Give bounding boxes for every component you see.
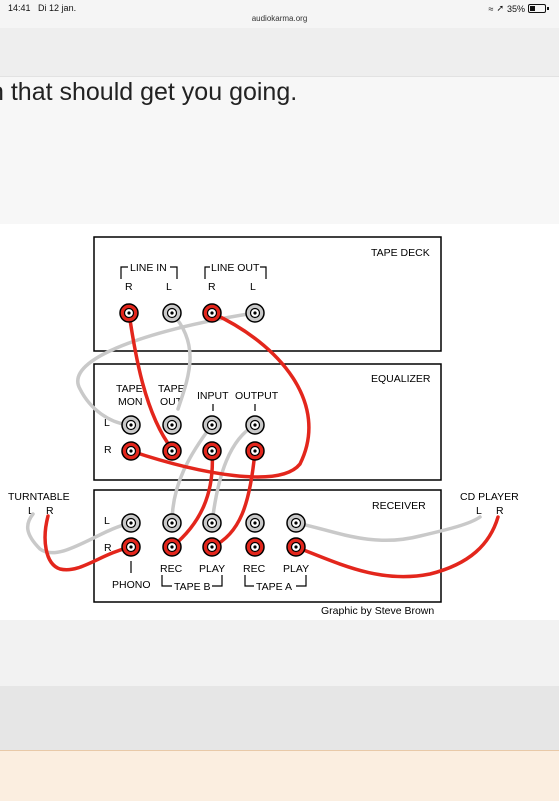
cd-l-label: L [476, 505, 482, 517]
gray-cable-inputL-recL [170, 423, 214, 525]
footer-band [0, 686, 559, 750]
tape-mon-label-1: TAPE [116, 383, 143, 395]
location-icon: ➚ [496, 3, 504, 13]
gray-cable-cdL [294, 515, 482, 543]
deck-r-label-2: R [208, 281, 216, 293]
battery-fill [530, 6, 535, 11]
line-out-bracket [204, 266, 267, 279]
tape-a-label: TAPE A [256, 581, 292, 593]
eq-tape-out-r-jack [162, 441, 182, 461]
play-a-label: PLAY [283, 563, 309, 575]
rcv-rec-a-l-jack [245, 513, 265, 533]
play-b-label: PLAY [199, 563, 225, 575]
tape-deck-box [93, 236, 442, 352]
receiver-title: RECEIVER [372, 500, 426, 512]
red-cable-inputR-recR [170, 449, 215, 549]
eq-tape-mon-r-jack [121, 441, 141, 461]
tape-mon-label-2: MON [118, 396, 143, 408]
red-cable-phonoR-turntable [43, 514, 133, 572]
clock: 14:41 [8, 3, 31, 13]
address-url[interactable]: audiokarma.org [251, 14, 308, 23]
wiring-diagram-svg: TAPE DECK LINE IN R L LINE OUT R L EQUAL… [8, 236, 519, 617]
deck-l-label-1: L [166, 281, 172, 293]
deck-line-in-l-jack [162, 303, 182, 323]
eq-output-l-jack [245, 415, 265, 435]
rcv-rec-a-r-jack [245, 537, 265, 557]
date: Di 12 jan. [38, 3, 77, 13]
tape-b-bracket [161, 575, 223, 587]
rcv-play-a-l-jack [286, 513, 306, 533]
battery-percent: 35% [506, 3, 525, 14]
deck-r-label-1: R [125, 281, 133, 293]
rcv-l-label: L [104, 515, 110, 527]
gray-cable-lineoutL-tapemonL [76, 311, 257, 427]
gray-cable-phonoL-turntable [25, 512, 133, 555]
gray-cable-lineinL-tapeout [170, 311, 192, 411]
article-headline: n that should get you going. [0, 78, 298, 106]
rcv-play-b-r-jack [202, 537, 222, 557]
eq-input-l-jack [202, 415, 222, 435]
input-label: INPUT [197, 390, 229, 402]
battery-tip [547, 7, 549, 10]
status-bar: 14:41 Di 12 jan. audiokarma.org ≈ ➚ 35% [0, 0, 559, 28]
browser-bottom-bar [0, 750, 559, 801]
rcv-phono-l-jack [121, 513, 141, 533]
red-cable-lineoutR-tapemonR [129, 311, 311, 479]
jacks [119, 303, 306, 557]
receiver-box [93, 489, 442, 603]
rec-a-label: REC [243, 563, 266, 575]
eq-r-label: R [104, 444, 112, 456]
deck-line-out-r-jack [202, 303, 222, 323]
line-in-label: LINE IN [130, 262, 167, 274]
turntable-label: TURNTABLE [8, 491, 70, 503]
rcv-phono-r-jack [121, 537, 141, 557]
red-cable-cdR [294, 515, 500, 579]
deck-l-label-2: L [250, 281, 256, 293]
rcv-rec-b-l-jack [162, 513, 182, 533]
eq-output-r-jack [245, 441, 265, 461]
output-label: OUTPUT [235, 390, 279, 402]
eq-input-r-jack [202, 441, 222, 461]
rcv-play-a-r-jack [286, 537, 306, 557]
status-icons: ≈ ➚ 35% [488, 3, 549, 14]
eq-tape-mon-l-jack [121, 415, 141, 435]
eq-tape-out-l-jack [162, 415, 182, 435]
tape-out-label-1: TAPE [158, 383, 185, 395]
rec-b-label: REC [160, 563, 183, 575]
red-cable-lineinR-tapeout [127, 311, 174, 451]
page-below-diagram [0, 620, 559, 686]
deck-line-in-r-jack [119, 303, 139, 323]
tape-deck-title: TAPE DECK [371, 247, 430, 259]
wiring-diagram: TAPE DECK LINE IN R L LINE OUT R L EQUAL… [0, 224, 559, 620]
credit-label: Graphic by Steve Brown [321, 605, 434, 617]
cd-r-label: R [496, 505, 504, 517]
cables [25, 311, 500, 579]
equalizer-title: EQUALIZER [371, 373, 431, 385]
article-area [0, 77, 559, 224]
equalizer-box [93, 363, 442, 481]
wifi-icon: ≈ [488, 3, 494, 14]
line-out-label: LINE OUT [211, 262, 260, 274]
tape-out-label-2: OUT [160, 396, 183, 408]
phono-label: PHONO [112, 579, 151, 591]
browser-toolbar [0, 28, 559, 77]
line-in-bracket [120, 266, 178, 279]
rcv-play-b-l-jack [202, 513, 222, 533]
deck-line-out-l-jack [245, 303, 265, 323]
tape-a-bracket [244, 575, 307, 587]
turntable-r-label: R [46, 505, 54, 517]
eq-l-label: L [104, 417, 110, 429]
tape-b-label: TAPE B [174, 581, 211, 593]
rcv-rec-b-r-jack [162, 537, 182, 557]
rcv-r-label: R [104, 542, 112, 554]
status-time: 14:41 Di 12 jan. [8, 3, 76, 13]
battery-icon [528, 4, 546, 13]
cd-player-label: CD PLAYER [460, 491, 519, 503]
turntable-l-label: L [28, 505, 34, 517]
